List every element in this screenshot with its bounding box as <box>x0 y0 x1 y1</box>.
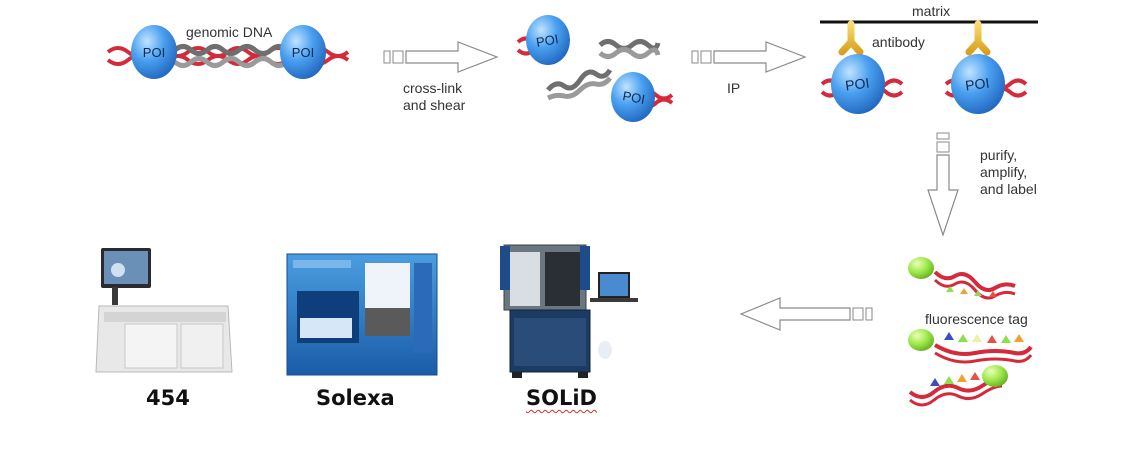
purify-label-line3: and label <box>980 181 1037 197</box>
antibody-1 <box>838 20 864 56</box>
poi-protein-3: POI <box>526 15 570 65</box>
machine-solexa-image <box>286 253 438 376</box>
svg-text:POI: POI <box>844 74 870 93</box>
svg-text:POI: POI <box>964 74 990 93</box>
crosslink-label-line2: and shear <box>403 97 466 113</box>
fluorescent-tag-3 <box>982 365 1008 387</box>
arrow-ip <box>691 41 807 73</box>
arrow-crosslink <box>383 41 499 73</box>
machine-name-solid: SOLiD <box>526 386 597 410</box>
purify-label-line2: amplify, <box>980 164 1028 180</box>
labeled-fragments-group <box>908 257 1033 407</box>
machine-name-solexa: Solexa <box>316 386 395 410</box>
genomic-dna-label: genomic DNA <box>186 24 273 40</box>
arrow-purify <box>927 132 959 237</box>
poi-protein-6: POI <box>951 54 1005 114</box>
dna-strand-gray-1 <box>173 44 289 56</box>
poi-protein-1: POI <box>131 25 177 79</box>
antibody-2 <box>965 20 991 56</box>
svg-text:POI: POI <box>535 31 560 50</box>
poi-protein-4: POI <box>611 72 655 122</box>
label-marks-2 <box>944 332 1024 343</box>
sheared-fragments-group: POI POI <box>516 15 674 122</box>
label-marks-1 <box>946 286 997 297</box>
poi-protein-2: POI <box>280 25 326 79</box>
purify-label-line1: purify, <box>980 147 1018 163</box>
crosslink-label-line1: cross-link <box>403 80 463 96</box>
antibody-label: antibody <box>872 34 925 50</box>
fluorescent-tag-1 <box>908 257 934 279</box>
fluorescence-tag-label: fluorescence tag <box>925 311 1028 327</box>
arrow-sequence <box>739 297 873 331</box>
svg-text:POI: POI <box>143 45 165 60</box>
svg-text:POI: POI <box>292 45 314 60</box>
machine-solid-image <box>500 244 638 378</box>
fluorescent-tag-2 <box>908 329 934 351</box>
matrix-label: matrix <box>912 3 951 19</box>
machine-454-image <box>95 248 233 373</box>
svg-text:POI: POI <box>621 88 646 107</box>
ip-label: IP <box>727 80 741 96</box>
label-marks-3 <box>930 372 980 386</box>
genomic-dna-group: POI POI <box>106 25 350 79</box>
dna-strand-gray-2 <box>173 56 289 68</box>
immunoprecipitation-group: POI POI <box>820 20 1038 114</box>
poi-protein-5: POI <box>831 54 885 114</box>
machine-name-454: 454 <box>146 386 190 410</box>
